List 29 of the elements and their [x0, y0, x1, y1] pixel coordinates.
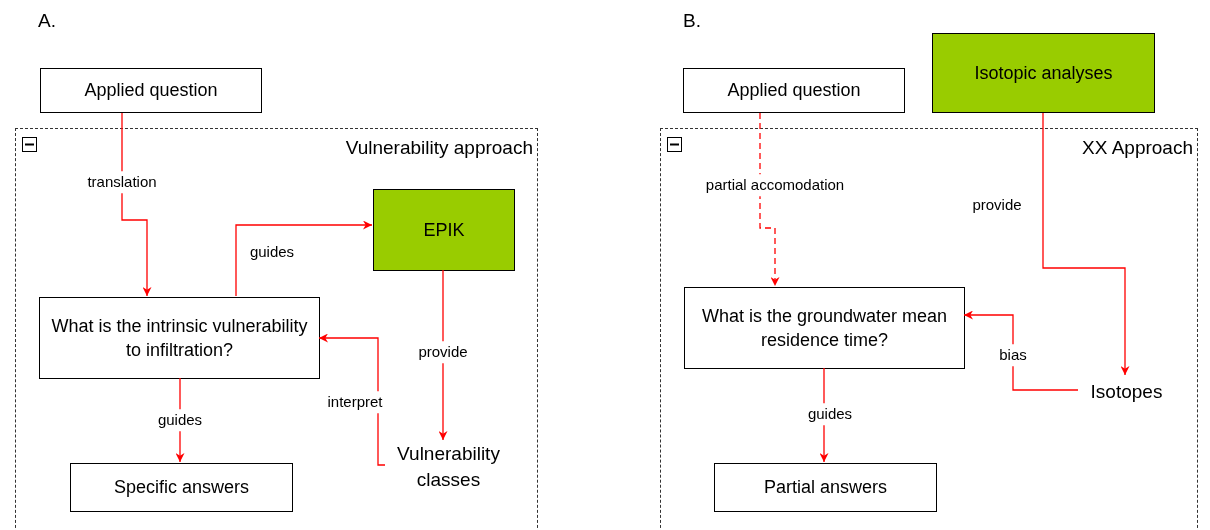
edge-label: partial accomodation [703, 174, 847, 196]
process-box: What is the groundwater mean residence time? [684, 287, 965, 369]
arrow [235, 220, 373, 297]
process-box: Applied question [683, 68, 905, 113]
group-heading: Vulnerability approach [345, 137, 533, 159]
process-box: Applied question [40, 68, 262, 113]
edge-label: guides [155, 409, 205, 431]
node-label: Isotopes [1090, 380, 1163, 405]
method-box: Isotopic analyses [932, 33, 1155, 113]
edge-label: bias [997, 344, 1029, 366]
arrow [1042, 112, 1130, 376]
edge-label: provide [416, 341, 470, 363]
process-box: Specific answers [70, 463, 293, 512]
approach-group [15, 128, 538, 530]
process-box: Partial answers [714, 463, 937, 512]
arrow [963, 310, 1079, 391]
edge-label: interpret [325, 391, 385, 413]
arrow [438, 269, 448, 441]
arrow [121, 112, 152, 297]
process-box: What is the intrinsic vulnerability to infiltration? [39, 297, 320, 379]
method-box: EPIK [373, 189, 515, 271]
arrow [318, 333, 386, 466]
panel-label: B. [683, 10, 701, 32]
edge-label: translation [85, 171, 159, 193]
edge-label: guides [805, 403, 855, 425]
panel-label: A. [38, 10, 56, 32]
group-heading: XX Approach [1082, 137, 1193, 159]
node-label: Vulnerability classes [396, 442, 501, 492]
arrow [759, 112, 780, 287]
